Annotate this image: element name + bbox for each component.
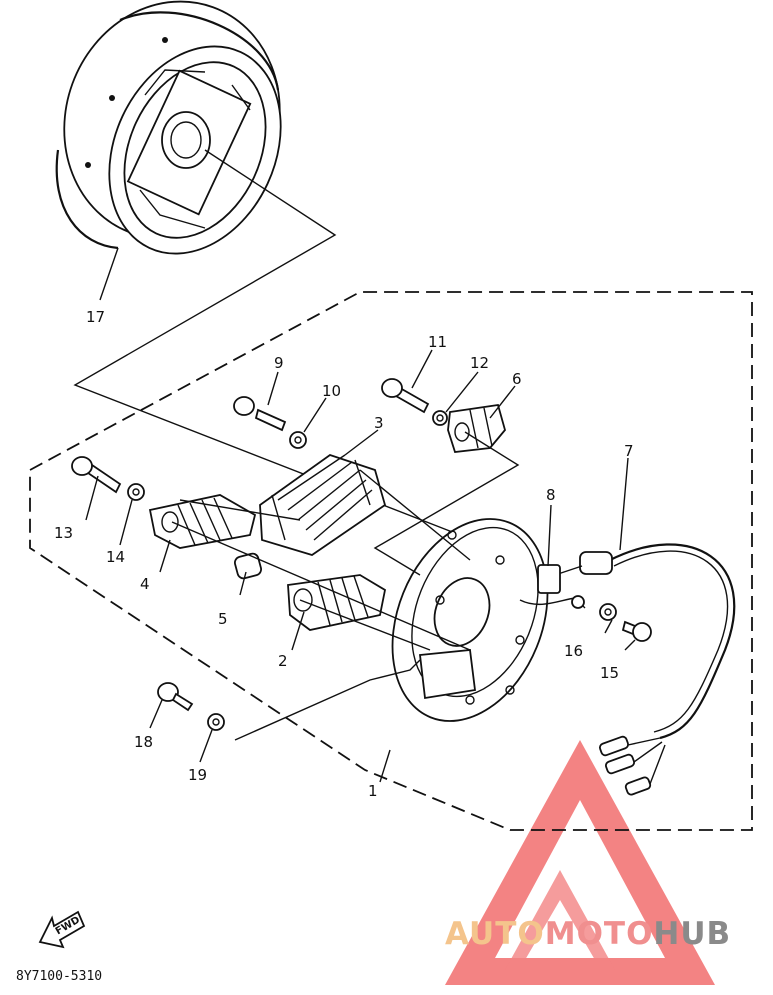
label-16: 16: [564, 642, 583, 660]
watermark-hub: HUB: [653, 916, 731, 952]
label-6: 6: [512, 370, 522, 388]
washer-14: [127, 483, 145, 501]
screw-9: [233, 396, 287, 432]
washer-12: [432, 410, 448, 426]
collar-5: [234, 552, 262, 580]
screw-13: [71, 456, 122, 494]
watermark-logo: [445, 740, 715, 985]
watermark-moto: MOTO: [545, 916, 654, 952]
pickup-coil: [519, 564, 586, 609]
label-13: 13: [54, 524, 73, 542]
stator-base-plate: [391, 518, 549, 722]
coil-2: [287, 574, 387, 631]
label-18: 18: [134, 733, 153, 751]
screw-15: [621, 620, 652, 642]
label-4: 4: [140, 575, 150, 593]
label-5: 5: [218, 610, 228, 628]
washer-10: [289, 431, 307, 449]
leader-lines-rotor: [73, 149, 461, 536]
diagram-code: 8Y7100-5310: [16, 969, 102, 984]
wire-connectors: [599, 735, 666, 796]
wire-harness: [539, 543, 736, 796]
label-19: 19: [188, 766, 207, 784]
coil-6: [447, 403, 506, 453]
label-14: 14: [106, 548, 125, 566]
label-3: 3: [374, 414, 384, 432]
washer-16: [599, 603, 617, 621]
flywheel-rotor: [55, 0, 282, 255]
alignment-lines: [171, 431, 520, 741]
label-12: 12: [470, 354, 489, 372]
label-11: 11: [428, 333, 447, 351]
watermark-auto: AUTO: [445, 916, 545, 952]
label-1: 1: [368, 782, 378, 800]
watermark-text: AUTOMOTOHUB: [445, 916, 731, 952]
label-2: 2: [278, 652, 288, 670]
label-8: 8: [546, 486, 556, 504]
assembly-boundary: [29, 291, 753, 831]
watermark-inner-triangle: [505, 870, 615, 970]
label-7: 7: [624, 442, 634, 460]
watermark-triangle-icon: [445, 740, 715, 985]
label-10: 10: [322, 382, 341, 400]
label-17: 17: [86, 308, 105, 326]
label-9: 9: [274, 354, 284, 372]
screw-11: [381, 378, 430, 414]
coil-4: [148, 494, 257, 549]
label-15: 15: [600, 664, 619, 682]
screw-18: [157, 682, 194, 712]
washer-19: [207, 713, 225, 731]
label-leaders: [85, 349, 636, 783]
coil-3: [259, 454, 387, 556]
fwd-arrow-icon: FWD: [38, 910, 86, 949]
